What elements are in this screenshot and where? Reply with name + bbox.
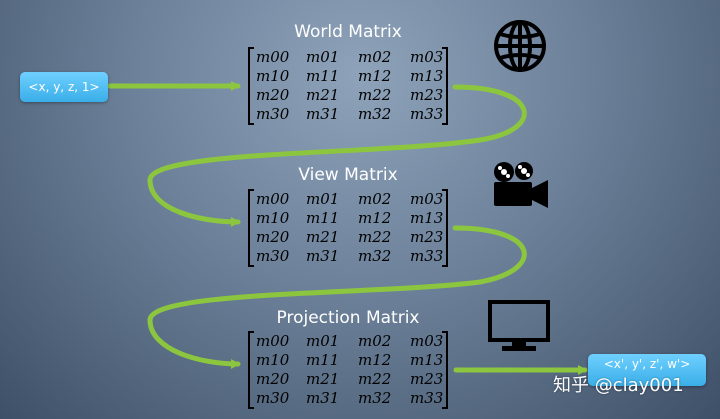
output-vector-label: <x', y', z', w'> [603, 357, 691, 371]
monitor-icon [488, 300, 550, 351]
matrix-cell: m20 [256, 86, 290, 104]
matrix-cell: m30 [256, 247, 290, 265]
matrix-cell: m10 [256, 209, 290, 227]
matrix-cell: m12 [358, 67, 392, 85]
matrix-row: m00 m01 m02 m03 [250, 332, 446, 351]
matrix-cell: m31 [306, 389, 340, 407]
matrix-row: m00 m01 m02 m03 [250, 190, 446, 209]
matrix-cell: m22 [358, 370, 392, 388]
matrix-cell: m01 [306, 48, 340, 66]
projection-matrix-title: Projection Matrix [276, 308, 420, 328]
matrix-cell: m13 [410, 209, 444, 227]
matrix-cell: m12 [358, 209, 392, 227]
matrix-cell: m00 [256, 332, 290, 350]
matrix-cell: m33 [410, 389, 444, 407]
matrix-cell: m32 [358, 389, 392, 407]
matrix-cell: m01 [306, 190, 340, 208]
matrix-cell: m22 [358, 86, 392, 104]
matrix-cell: m32 [358, 105, 392, 123]
globe-icon [494, 20, 546, 72]
matrix-row: m00 m01 m02 m03 [250, 48, 446, 67]
input-vector-box: <x, y, z, 1> [20, 72, 108, 102]
output-vector-box: <x', y', z', w'> [588, 354, 706, 386]
matrix-cell: m33 [410, 247, 444, 265]
matrix-cell: m22 [358, 228, 392, 246]
matrix-cell: m31 [306, 247, 340, 265]
matrix-cell: m21 [306, 370, 340, 388]
world-matrix-title: World Matrix [294, 22, 402, 42]
matrix-cell: m32 [358, 247, 392, 265]
matrix-cell: m23 [410, 370, 444, 388]
matrix-cell: m11 [306, 67, 340, 85]
matrix-cell: m21 [306, 228, 340, 246]
matrix-cell: m10 [256, 67, 290, 85]
matrix-cell: m00 [256, 190, 290, 208]
matrix-cell: m02 [358, 48, 392, 66]
matrix-cell: m33 [410, 105, 444, 123]
matrix-cell: m23 [410, 228, 444, 246]
matrix-row: m30 m31 m32 m33 [250, 247, 446, 266]
matrix-cell: m00 [256, 48, 290, 66]
matrix-cell: m12 [358, 351, 392, 369]
matrix-row: m10 m11 m12 m13 [250, 351, 446, 370]
matrix-row: m30 m31 m32 m33 [250, 105, 446, 124]
matrix-cell: m03 [410, 48, 444, 66]
matrix-cell: m11 [306, 351, 340, 369]
matrix-cell: m01 [306, 332, 340, 350]
matrix-cell: m11 [306, 209, 340, 227]
matrix-cell: m10 [256, 351, 290, 369]
matrix-cell: m30 [256, 105, 290, 123]
matrix-cell: m23 [410, 86, 444, 104]
arrow-view-to-projection [147, 225, 527, 369]
matrix-cell: m03 [410, 190, 444, 208]
matrix-cell: m13 [410, 351, 444, 369]
matrix-cell: m20 [256, 370, 290, 388]
matrix-row: m10 m11 m12 m13 [250, 67, 446, 86]
matrix-row: m30 m31 m32 m33 [250, 389, 446, 408]
matrix-cell: m30 [256, 389, 290, 407]
matrix-cell: m13 [410, 67, 444, 85]
movie-camera-icon [494, 162, 548, 208]
matrix-cell: m21 [306, 86, 340, 104]
matrix-cell: m31 [306, 105, 340, 123]
view-matrix-title: View Matrix [298, 165, 398, 185]
matrix-cell: m03 [410, 332, 444, 350]
matrix-cell: m02 [358, 332, 392, 350]
matrix-row: m20 m21 m22 m23 [250, 370, 446, 389]
watermark: 知乎 @clay001 [553, 375, 684, 396]
arrow-world-to-view [147, 84, 527, 227]
matrix-row: m20 m21 m22 m23 [250, 228, 446, 247]
matrix-row: m10 m11 m12 m13 [250, 209, 446, 228]
matrix-row: m20 m21 m22 m23 [250, 86, 446, 105]
matrix-cell: m02 [358, 190, 392, 208]
matrix-cell: m20 [256, 228, 290, 246]
input-vector-label: <x, y, z, 1> [28, 80, 100, 94]
